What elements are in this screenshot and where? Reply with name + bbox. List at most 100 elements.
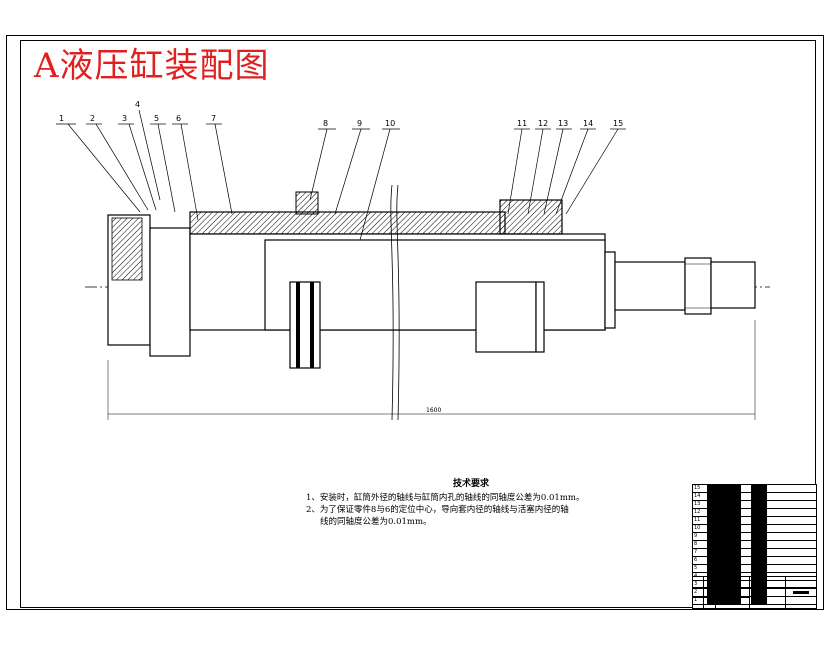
part-material-cell — [751, 597, 767, 604]
parts-list-row: 11 — [693, 517, 816, 525]
part-name-cell — [707, 581, 741, 588]
part-number: 1 — [694, 597, 698, 603]
part-name-cell — [707, 485, 741, 492]
rod-end — [710, 261, 756, 309]
part-name-cell — [707, 557, 741, 564]
balloon-7: 7 — [211, 114, 216, 123]
part-number: 15 — [694, 485, 701, 491]
parts-list-row: 3 — [693, 581, 816, 589]
part-material-cell — [751, 525, 767, 532]
balloon-6: 6 — [176, 114, 181, 123]
parts-list-row: 6 — [693, 557, 816, 565]
part-name-cell — [707, 493, 741, 500]
technical-requirements: 技术要求 1、安装时，缸筒外径的轴线与缸筒内孔的轴线的同轴度公差为0.01mm。… — [306, 478, 636, 528]
part-name-cell — [707, 501, 741, 508]
balloon-12: 12 — [538, 119, 548, 128]
part-material-cell — [751, 485, 767, 492]
part-material-cell — [751, 517, 767, 524]
balloon-5: 5 — [154, 114, 159, 123]
balloon-13: 13 — [558, 119, 568, 128]
part-number: 9 — [694, 533, 698, 539]
drawing-title: A液压缸装配图 — [34, 46, 270, 86]
break-line-1 — [396, 184, 400, 421]
tech-requirements-heading: 技术要求 — [452, 479, 489, 489]
part-name-cell — [707, 597, 741, 604]
part-material-cell — [751, 557, 767, 564]
part-material-cell — [751, 533, 767, 540]
part-qty-cell — [742, 549, 748, 556]
balloon-11: 11 — [517, 119, 527, 128]
part-material-cell — [751, 493, 767, 500]
parts-list-row: 2 — [693, 589, 816, 597]
balloon-9: 9 — [357, 119, 362, 128]
piston-ring — [535, 281, 545, 353]
cylinder-barrel — [189, 211, 506, 235]
parts-list-row: 10 — [693, 525, 816, 533]
rod-neck — [604, 251, 616, 329]
tech-requirement-line: 1、安装时，缸筒外径的轴线与缸筒内孔的轴线的同轴度公差为0.01mm。 — [306, 493, 585, 503]
balloon-10: 10 — [385, 119, 395, 128]
part-number: 13 — [694, 501, 701, 507]
oil-port-boss — [295, 191, 319, 215]
part-qty-cell — [742, 565, 748, 572]
rod-thread — [684, 257, 712, 315]
break-line-2 — [390, 184, 394, 421]
balloon-14: 14 — [583, 119, 593, 128]
part-material-cell — [751, 501, 767, 508]
part-material-cell — [751, 565, 767, 572]
part-number: 12 — [694, 509, 701, 515]
part-name-cell — [707, 517, 741, 524]
balloon-8: 8 — [323, 119, 328, 128]
parts-list-row: 1 — [693, 597, 816, 605]
piston-groove-1 — [296, 282, 300, 368]
tech-requirement-line: 2、为了保证零件8与6的定位中心，导向套内径的轴线与活塞内径的轴 — [306, 505, 569, 515]
part-qty-cell — [742, 509, 748, 516]
part-number: 6 — [694, 557, 698, 563]
part-qty-cell — [742, 485, 748, 492]
part-number: 14 — [694, 493, 701, 499]
piston-groove-2 — [310, 282, 314, 368]
rear-flange — [149, 227, 191, 357]
part-name-cell — [707, 525, 741, 532]
part-material-cell — [751, 589, 767, 596]
parts-list-row: 7 — [693, 549, 816, 557]
inner-border — [20, 40, 816, 608]
balloon-2: 2 — [90, 114, 95, 123]
rod-shaft — [614, 261, 686, 311]
drawing-border — [6, 35, 824, 610]
part-number: 11 — [694, 517, 701, 523]
part-name-cell — [707, 549, 741, 556]
part-name-cell — [707, 533, 741, 540]
part-material-cell — [751, 541, 767, 548]
part-name-cell — [707, 589, 741, 596]
balloon-15: 15 — [613, 119, 623, 128]
leader-lines — [56, 109, 626, 241]
part-qty-cell — [742, 533, 748, 540]
balloon-1: 1 — [59, 114, 64, 123]
parts-list-row: 12 — [693, 509, 816, 517]
part-number: 7 — [694, 549, 698, 555]
parts-list-row: 15 — [693, 485, 816, 493]
part-name-cell — [707, 509, 741, 516]
parts-list-row: 5 — [693, 565, 816, 573]
part-material-cell — [751, 581, 767, 588]
parts-list-row: 8 — [693, 541, 816, 549]
part-material-cell — [751, 509, 767, 516]
piston-rod — [264, 239, 606, 331]
part-qty-cell — [742, 501, 748, 508]
part-name-cell — [707, 565, 741, 572]
part-number: 3 — [694, 581, 698, 587]
parts-list-row: 14 — [693, 493, 816, 501]
part-number: 8 — [694, 541, 698, 547]
part-qty-cell — [742, 557, 748, 564]
gland-hatch — [111, 217, 143, 281]
part-number: 10 — [694, 525, 701, 531]
part-qty-cell — [742, 517, 748, 524]
piston — [289, 281, 321, 369]
part-number: 2 — [694, 589, 698, 595]
part-qty-cell — [742, 493, 748, 500]
balloon-4: 4 — [135, 100, 140, 109]
front-gland — [499, 199, 563, 235]
